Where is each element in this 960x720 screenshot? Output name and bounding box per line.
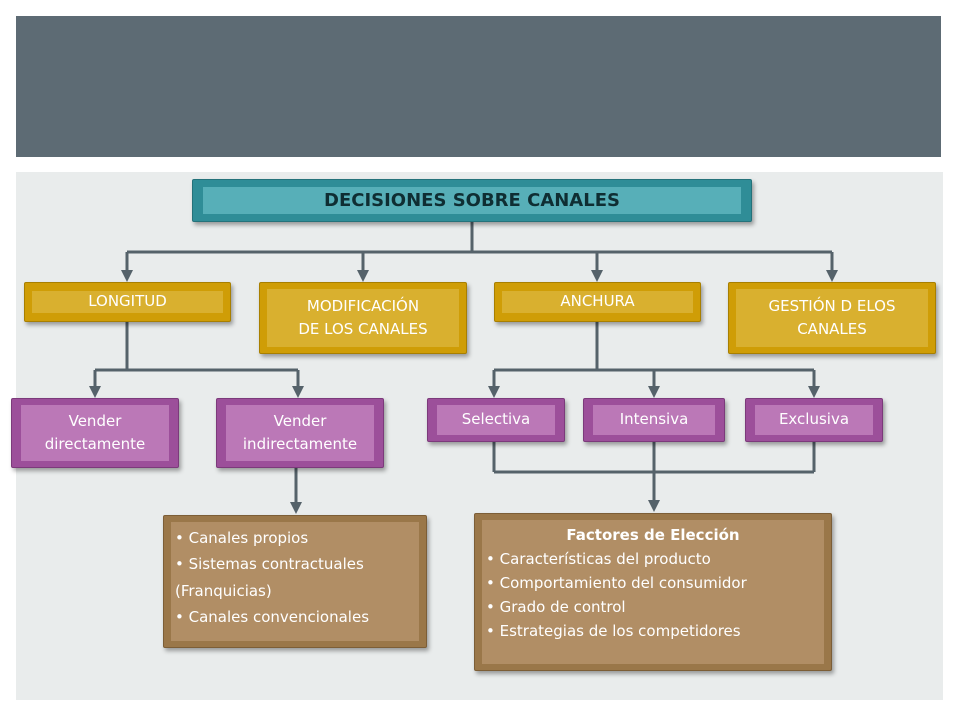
- exclusiva-box: Exclusiva: [745, 398, 883, 442]
- vender-indirectamente-box: Vender indirectamente: [216, 398, 384, 468]
- gestion-line1: GESTIÓN D ELOS: [768, 296, 896, 315]
- anchura-label: ANCHURA: [502, 291, 693, 313]
- factores-note-title: Factores de Elección: [566, 526, 740, 544]
- vender-directamente-label: Vender directamente: [21, 405, 169, 461]
- vender-directamente-line2: directamente: [44, 435, 146, 453]
- gestion-box: GESTIÓN D ELOS CANALES: [728, 282, 936, 354]
- vender-indirectamente-line2: indirectamente: [242, 435, 358, 453]
- modificacion-line2: DE LOS CANALES: [298, 320, 428, 338]
- canales-note-line: • Canales convencionales: [175, 607, 370, 626]
- vender-indirectamente-label: Vender indirectamente: [226, 405, 374, 461]
- gestion-line2: CANALES: [797, 320, 867, 338]
- vender-directamente-line1: Vender: [68, 411, 122, 430]
- root-decisiones-label: DECISIONES SOBRE CANALES: [203, 187, 741, 214]
- gestion-label: GESTIÓN D ELOS CANALES: [736, 289, 928, 347]
- canales-note-line: • Sistemas contractuales: [175, 555, 364, 574]
- vender-indirectamente-line1: Vender: [273, 411, 327, 430]
- modificacion-line1: MODIFICACIÓN: [306, 296, 420, 315]
- modificacion-label: MODIFICACIÓN DE LOS CANALES: [267, 289, 459, 347]
- longitud-box: LONGITUD: [24, 282, 231, 322]
- factores-note-line: • Características del producto: [486, 550, 711, 568]
- selectiva-box: Selectiva: [427, 398, 565, 442]
- vender-directamente-box: Vender directamente: [11, 398, 179, 468]
- intensiva-box: Intensiva: [583, 398, 725, 442]
- factores-note-line: • Estrategias de los competidores: [486, 622, 741, 640]
- canales-note-body: • Canales propios • Sistemas contractual…: [171, 522, 419, 641]
- modificacion-box: MODIFICACIÓN DE LOS CANALES: [259, 282, 467, 354]
- intensiva-label: Intensiva: [593, 405, 715, 435]
- selectiva-label: Selectiva: [437, 405, 555, 435]
- root-decisiones-box: DECISIONES SOBRE CANALES: [192, 179, 752, 222]
- factores-note-body: Factores de Elección • Características d…: [482, 520, 824, 664]
- canales-note-box: • Canales propios • Sistemas contractual…: [163, 515, 427, 648]
- factores-note-line: • Comportamiento del consumidor: [486, 574, 747, 592]
- exclusiva-label: Exclusiva: [755, 405, 873, 435]
- canales-note-line: (Franquicias): [175, 581, 272, 600]
- longitud-label: LONGITUD: [32, 291, 223, 313]
- title-band: [16, 16, 941, 157]
- factores-note-box: Factores de Elección • Características d…: [474, 513, 832, 671]
- anchura-box: ANCHURA: [494, 282, 701, 322]
- canales-note-line: • Canales propios: [175, 529, 309, 547]
- factores-note-line: • Grado de control: [486, 598, 626, 616]
